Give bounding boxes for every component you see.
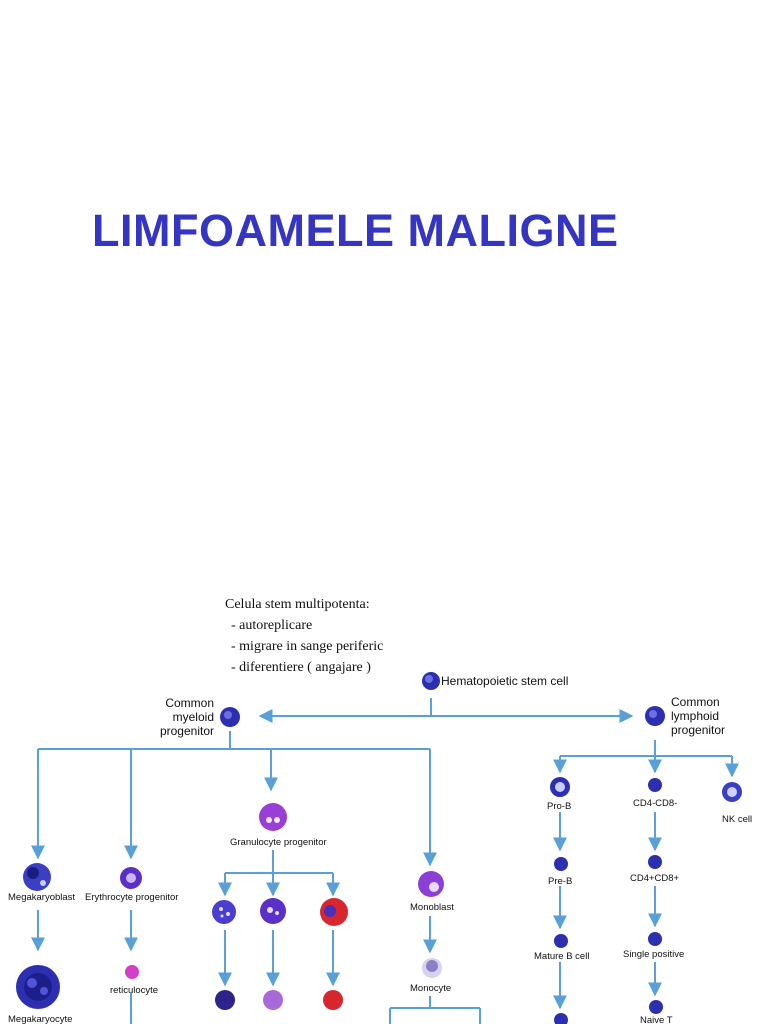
granulocyte-1-cell-icon (215, 990, 235, 1010)
granulocyte-progenitor-label: Granulocyte progenitor (230, 837, 327, 848)
cd4-cd8-pos-cell-icon (648, 855, 662, 869)
cmp-label-line2: myeloid (173, 710, 214, 724)
promyelocyte-2-cell-icon (260, 898, 286, 924)
granulocyte-3-cell-icon (323, 990, 343, 1010)
note-heading: Celula stem multipotenta: (225, 597, 370, 612)
mature-b-label: Mature B cell (534, 951, 589, 962)
nk-cell-label: NK cell (722, 814, 752, 825)
connector-lines (31, 698, 739, 1024)
single-positive-cell-icon (648, 932, 662, 946)
monoblast-cell-icon (418, 871, 444, 897)
note-item-differentiation: - diferentiere ( angajare ) (231, 660, 371, 675)
megakaryoblast-cell-icon (23, 863, 51, 891)
monoblast-label: Monoblast (410, 902, 454, 913)
promyelocyte-3-cell-icon (320, 898, 348, 926)
naive-t-label: Naive T (640, 1015, 673, 1024)
monocyte-label: Monocyte (410, 983, 451, 994)
cd4-cd8-neg-label: CD4-CD8- (633, 798, 677, 809)
hsc-label: Hematopoietic stem cell (441, 674, 568, 688)
monocyte-cell-icon (422, 958, 442, 978)
cells (16, 672, 742, 1024)
pre-b-label: Pre-B (548, 876, 572, 887)
clp-label-line2: lymphoid (671, 709, 719, 723)
clp-label-line3: progenitor (671, 723, 725, 737)
cmp-label-line1: Common (165, 696, 214, 710)
stem-cell-note: Celula stem multipotenta: - autoreplicar… (225, 594, 383, 678)
diagram-labels: Hematopoietic stem cell Common myeloid p… (8, 674, 752, 1024)
pre-b-cell-icon (554, 857, 568, 871)
note-item-migration: - migrare in sange periferic (231, 639, 384, 654)
cd4-cd8-pos-label: CD4+CD8+ (630, 873, 680, 884)
nk-cell-icon (722, 782, 742, 802)
erythrocyte-progenitor-label: Erythrocyte progenitor (85, 892, 178, 903)
note-item-self-renewal: - autoreplicare (231, 618, 313, 633)
erythrocyte-progenitor-cell-icon (120, 867, 142, 889)
single-positive-label: Single positive (623, 949, 684, 960)
megakaryocyte-cell-icon (16, 965, 60, 1009)
granulocyte-progenitor-cell-icon (259, 803, 287, 831)
cd4-cd8-neg-cell-icon (648, 778, 662, 792)
reticulocyte-cell-icon (125, 965, 139, 979)
cmp-label-line3: progenitor (160, 724, 214, 738)
clp-label-line1: Common (671, 695, 720, 709)
megakaryoblast-label: Megakaryoblast (8, 892, 75, 903)
naive-t-cell-icon (649, 1000, 663, 1014)
promyelocyte-1-cell-icon (212, 900, 236, 924)
pro-b-label: Pro-B (547, 801, 571, 812)
reticulocyte-label: reticulocyte (110, 985, 158, 996)
hsc-cell-icon (422, 672, 440, 690)
cmp-cell-icon (220, 707, 240, 727)
megakaryocyte-label: Megakaryocyte (8, 1014, 72, 1024)
b-cell-bottom-icon (554, 1013, 568, 1024)
pro-b-cell-icon (550, 777, 570, 797)
slide-title: LIMFOAMELE MALIGNE (92, 205, 619, 256)
mature-b-cell-icon (554, 934, 568, 948)
granulocyte-2-cell-icon (263, 990, 283, 1010)
clp-cell-icon (645, 706, 665, 726)
